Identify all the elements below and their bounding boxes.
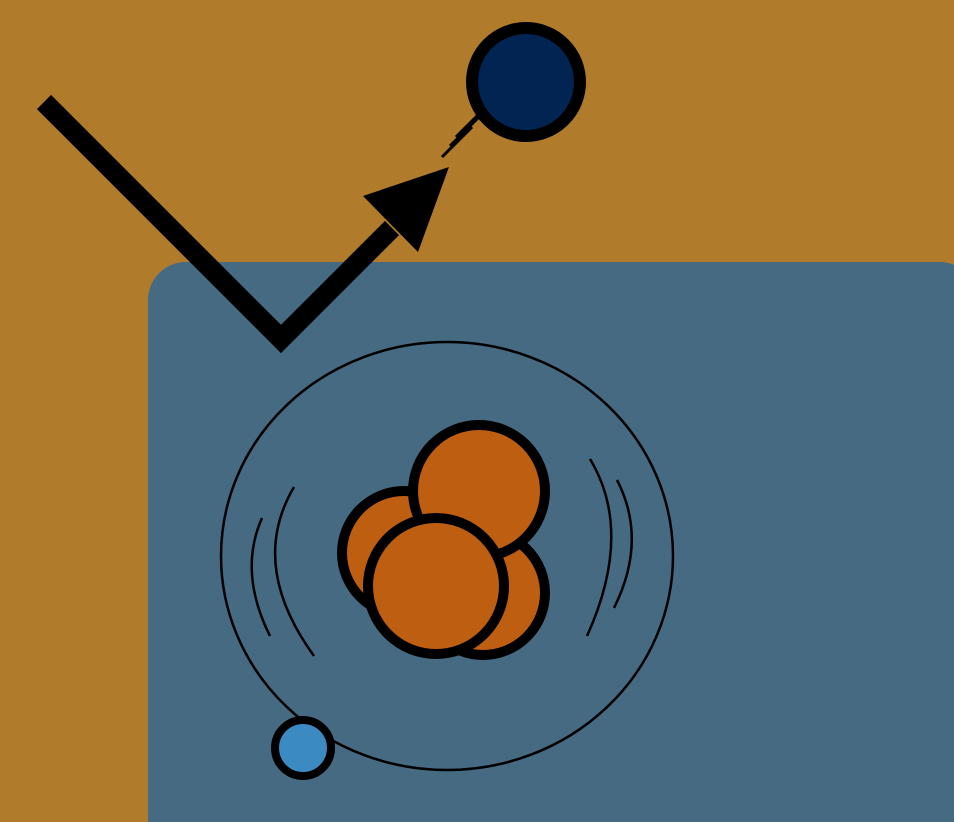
atom-scattering-diagram [0, 0, 954, 822]
